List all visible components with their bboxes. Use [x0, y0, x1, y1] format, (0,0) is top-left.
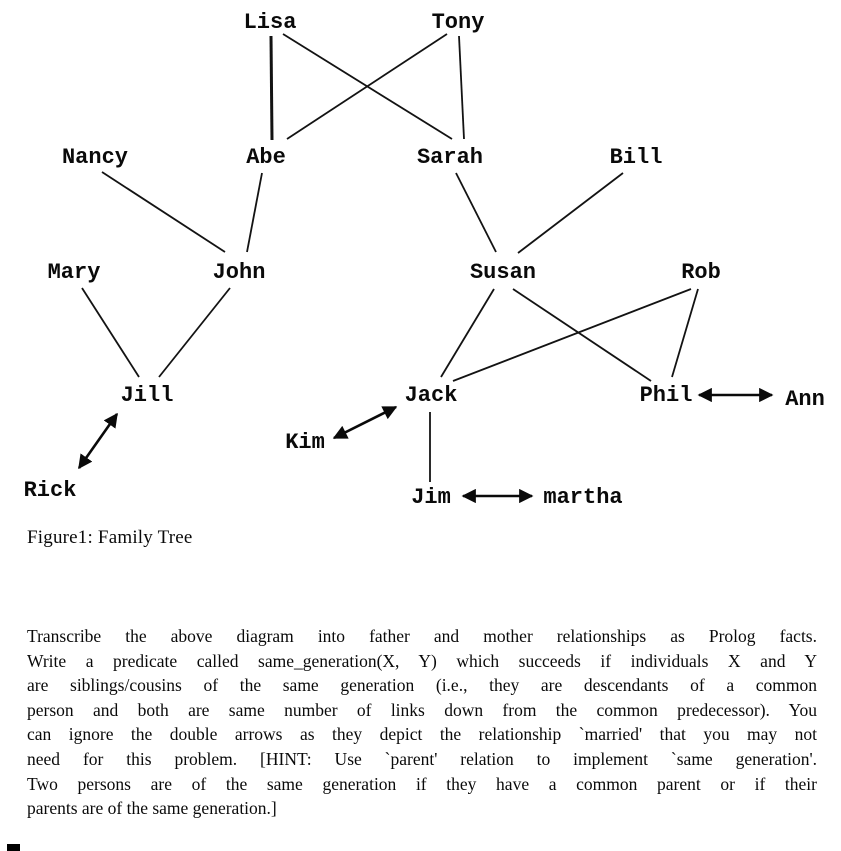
- problem-line: Transcribe the above diagram into father…: [27, 626, 817, 646]
- tree-node-ann: Ann: [785, 387, 825, 412]
- problem-line: need for this problem. [HINT: Use `paren…: [27, 748, 817, 769]
- tree-node-phil: Phil: [640, 383, 693, 408]
- tree-node-tony: Tony: [432, 10, 485, 35]
- tree-edge-rob-phil: [671, 288, 699, 378]
- marriage-arrow-rick-jill: [77, 412, 119, 470]
- problem-line: Two persons are of the same generation i…: [27, 773, 817, 794]
- tree-node-nancy: Nancy: [62, 145, 128, 170]
- tree-node-sarah: Sarah: [417, 145, 483, 170]
- tree-edge-tony-abe: [286, 33, 448, 140]
- tree-node-john: John: [213, 260, 266, 285]
- problem-line: parents are of the same generation.]: [27, 798, 277, 819]
- problem-line: can ignore the double arrows as they dep…: [27, 724, 817, 745]
- problem-line: are siblings/cousins of the same generat…: [27, 675, 817, 696]
- problem-line: Write a predicate called same_generation…: [27, 650, 817, 671]
- tree-edge-nancy-john: [101, 171, 226, 253]
- tree-node-kim: Kim: [285, 430, 325, 455]
- tree-node-rick: Rick: [24, 478, 77, 503]
- tree-edge-rob-jack: [452, 288, 692, 382]
- cutoff-text-fragment: [7, 844, 20, 851]
- tree-edge-bill-susan: [517, 172, 624, 254]
- tree-edge-lisa-abe: [269, 35, 274, 141]
- tree-node-susan: Susan: [470, 260, 536, 285]
- tree-node-abe: Abe: [246, 145, 286, 170]
- marriage-arrow-kim-jack: [332, 405, 398, 440]
- figure-caption: Figure1: Family Tree: [27, 527, 193, 548]
- tree-node-lisa: Lisa: [244, 10, 297, 35]
- tree-node-jack: Jack: [405, 383, 458, 408]
- tree-edge-john-jill: [158, 287, 231, 378]
- tree-edge-abe-john: [246, 172, 263, 253]
- problem-line: person and both are same number of links…: [27, 699, 817, 720]
- tree-edge-sarah-susan: [455, 172, 497, 253]
- tree-node-martha: martha: [543, 485, 622, 510]
- tree-node-jim: Jim: [411, 485, 451, 510]
- tree-node-rob: Rob: [681, 260, 721, 285]
- tree-edge-susan-jack: [440, 288, 495, 378]
- marriage-arrows-layer: [77, 387, 774, 504]
- tree-edge-mary-jill: [81, 287, 140, 378]
- tree-node-mary: Mary: [48, 260, 101, 285]
- problem-text: Transcribe the above diagram into father…: [27, 624, 817, 821]
- tree-edge-tony-sarah: [458, 35, 465, 140]
- tree-node-jill: Jill: [121, 383, 174, 408]
- tree-edges-layer: [81, 33, 699, 482]
- tree-edge-susan-phil: [512, 288, 652, 382]
- tree-node-bill: Bill: [610, 145, 663, 170]
